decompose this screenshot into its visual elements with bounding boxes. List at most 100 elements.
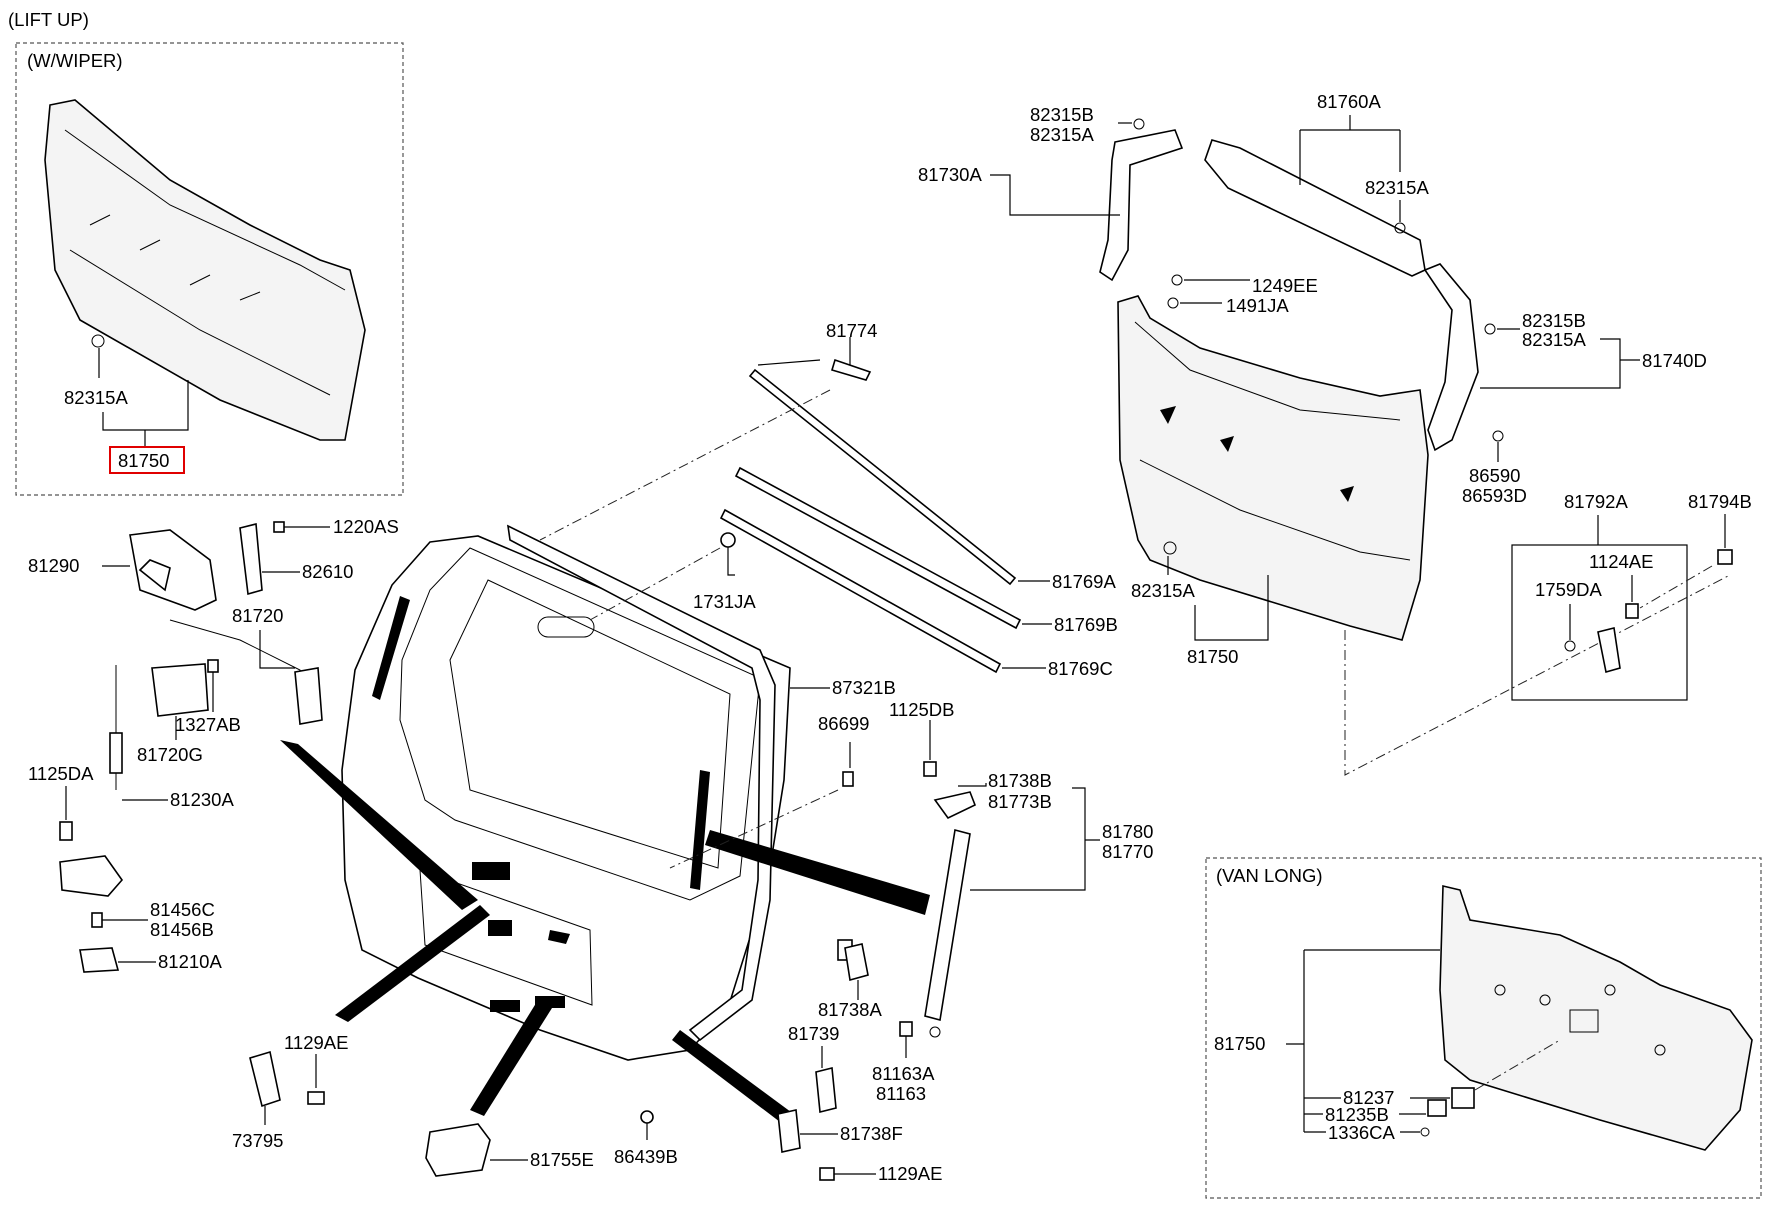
label-81769A: 81769A <box>1052 571 1116 592</box>
label-81769B: 81769B <box>1054 614 1118 635</box>
label-86590: 86590 <box>1469 465 1520 486</box>
label-81456B: 81456B <box>150 919 214 940</box>
upper-trim-drawing <box>1099 118 1504 452</box>
van-long-section-title: (VAN LONG) <box>1216 865 1323 886</box>
label-82315A-low: 82315A <box>1131 580 1195 601</box>
bolt-86699 <box>842 771 854 787</box>
bracket-81740D <box>1480 338 1640 389</box>
bracket-81750-main <box>1194 575 1269 641</box>
label-81770: 81770 <box>1102 841 1153 862</box>
black-pointer-strips <box>280 740 930 1125</box>
label-81760A: 81760A <box>1317 91 1381 112</box>
dash-81774 <box>539 389 831 541</box>
label-81780: 81780 <box>1102 821 1153 842</box>
label-82610: 82610 <box>302 561 353 582</box>
label-81794B: 81794B <box>1688 491 1752 512</box>
label-81792A: 81792A <box>1564 491 1628 512</box>
bolt-1125DA <box>59 821 73 841</box>
label-81738F: 81738F <box>840 1123 903 1144</box>
label-1327AB: 1327AB <box>175 714 241 735</box>
label-81210A: 81210A <box>158 951 222 972</box>
label-82315A-top: 82315A <box>1030 124 1094 145</box>
label-81774: 81774 <box>826 320 877 341</box>
label-81773B: 81773B <box>988 791 1052 812</box>
label-1336CA: 1336CA <box>1328 1122 1396 1143</box>
label-81740D: 81740D <box>1642 350 1707 371</box>
wiper-trim-panel-drawing <box>44 99 366 441</box>
label-1759DA: 1759DA <box>1535 579 1603 600</box>
lift-up-section-title: (LIFT UP) <box>8 9 89 30</box>
bracket-81780 <box>970 787 1100 891</box>
grommet-1731JA <box>720 532 736 548</box>
label-81235B: 81235B <box>1325 1104 1389 1125</box>
license-garnish-components <box>472 862 570 1012</box>
label-1249EE: 1249EE <box>1252 275 1318 296</box>
label-1129AE-left: 1129AE <box>284 1032 348 1053</box>
label-1731JA: 1731JA <box>693 591 756 612</box>
kit-box-81792A <box>1511 544 1688 701</box>
bracket-81750-van <box>1286 949 1440 1132</box>
label-81163A: 81163A <box>872 1063 935 1084</box>
label-81237: 81237 <box>1343 1087 1394 1108</box>
label-1129AE-bottom: 1129AE <box>878 1163 942 1184</box>
wiper-section-frame <box>15 42 404 496</box>
label-81290: 81290 <box>28 555 79 576</box>
label-1220AS: 1220AS <box>333 516 399 537</box>
label-86439B: 86439B <box>614 1146 678 1167</box>
van-long-panel-drawing <box>1420 884 1753 1151</box>
label-81738B: 81738B <box>988 770 1052 791</box>
screw-81456C <box>91 912 103 928</box>
handle-81792A <box>1597 627 1621 674</box>
label-87321B: 87321B <box>832 677 896 698</box>
dash-86699 <box>669 789 839 869</box>
wiper-section-title: (W/WIPER) <box>27 50 123 71</box>
leader-81730A <box>990 174 1120 216</box>
label-81769C: 81769C <box>1048 658 1113 679</box>
label-81750-van: 81750 <box>1214 1033 1265 1054</box>
label-81755E: 81755E <box>530 1149 594 1170</box>
dash-81794B <box>1639 565 1713 609</box>
leader-81738B <box>958 783 987 787</box>
dash-van-long <box>1474 1039 1561 1091</box>
stay-rods-drawing <box>719 358 1022 674</box>
label-1124AE: 1124AE <box>1589 551 1653 572</box>
leader-81720 <box>259 630 295 669</box>
latch-actuator-drawing <box>59 522 323 973</box>
label-81720: 81720 <box>232 605 283 626</box>
label-81230A: 81230A <box>170 789 234 810</box>
clip-1327AB <box>207 659 219 673</box>
label-1491JA: 1491JA <box>1226 295 1289 316</box>
label-81456C: 81456C <box>150 899 215 920</box>
main-trim-panel-drawing <box>1117 295 1429 641</box>
label-81750-wiper: 81750 <box>118 450 169 471</box>
label-82315B-top: 82315B <box>1030 104 1094 125</box>
clip-81794B <box>1717 549 1733 565</box>
label-82315A-mid: 82315A <box>1522 329 1586 350</box>
label-82315A-wiper: 82315A <box>64 387 128 408</box>
van-long-section-frame <box>1205 857 1762 1199</box>
label-81750-main: 81750 <box>1187 646 1238 667</box>
label-1125DA: 1125DA <box>28 763 94 784</box>
label-81720G: 81720G <box>137 744 203 765</box>
grommet-1759DA <box>1564 640 1576 652</box>
label-1125DB: 1125DB <box>889 699 954 720</box>
bracket-81760A <box>1299 115 1401 185</box>
label-86593D: 86593D <box>1462 485 1527 506</box>
screw-1124AE <box>1625 603 1639 619</box>
label-86699: 86699 <box>818 713 869 734</box>
dash-1731JA <box>589 547 721 621</box>
label-81163: 81163 <box>876 1083 926 1104</box>
leader-1731JA <box>727 547 735 576</box>
bottom-parts-drawing <box>249 943 913 1181</box>
label-82315A-right: 82315A <box>1365 177 1429 198</box>
bolt-1125DB <box>923 761 937 777</box>
label-81739: 81739 <box>788 1023 839 1044</box>
label-81738A: 81738A <box>818 999 882 1020</box>
bolt-1220AS <box>273 521 285 533</box>
label-82315B-mid: 82315B <box>1522 310 1586 331</box>
label-73795: 73795 <box>232 1130 283 1151</box>
highlight-box-81750 <box>109 446 185 474</box>
label-81730A: 81730A <box>918 164 982 185</box>
